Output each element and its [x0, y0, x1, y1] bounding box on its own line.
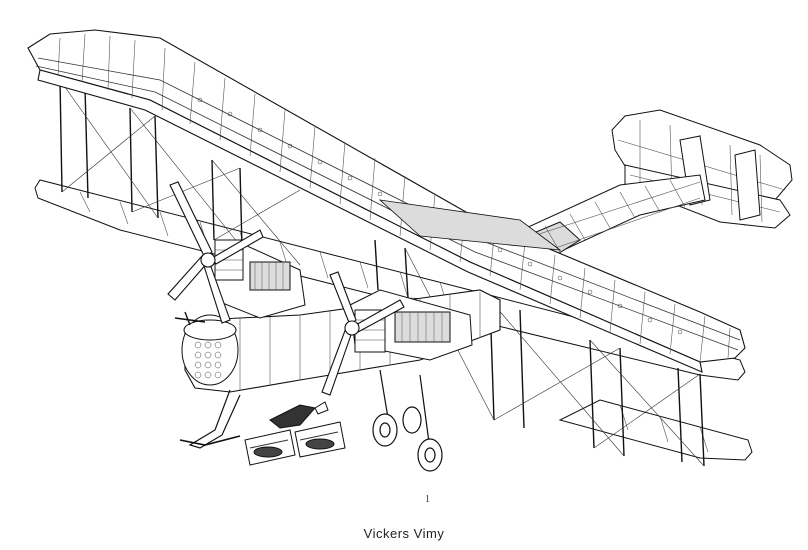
- bomb-rack-right: [295, 422, 345, 457]
- nose-skid: [180, 436, 240, 445]
- bomb-load: [245, 402, 345, 465]
- landing-gear: [180, 370, 442, 471]
- main-wheel-rear: [418, 439, 442, 471]
- starboard-propeller: [322, 272, 404, 395]
- drawing-caption: Vickers Vimy: [363, 526, 445, 541]
- upper-wing-center-section: [380, 200, 560, 250]
- nose-window-grid: [195, 342, 221, 378]
- nose-cockpit: [175, 312, 238, 385]
- interplane-struts: [60, 80, 704, 466]
- bracing-wires: [60, 80, 704, 466]
- main-wheel-inner: [403, 407, 421, 433]
- upper-wing: [28, 30, 745, 372]
- port-propeller: [168, 182, 263, 323]
- bomb: [270, 402, 328, 428]
- nose-machine-gun: [175, 312, 205, 325]
- starboard-engine: [322, 272, 472, 395]
- main-wheel-front: [373, 414, 397, 446]
- page-mark: 1: [425, 494, 430, 505]
- port-engine: [168, 182, 305, 323]
- lower-wing: [35, 180, 752, 460]
- bomb-rack-left: [245, 430, 295, 465]
- upper-wing-ribs: [58, 34, 730, 362]
